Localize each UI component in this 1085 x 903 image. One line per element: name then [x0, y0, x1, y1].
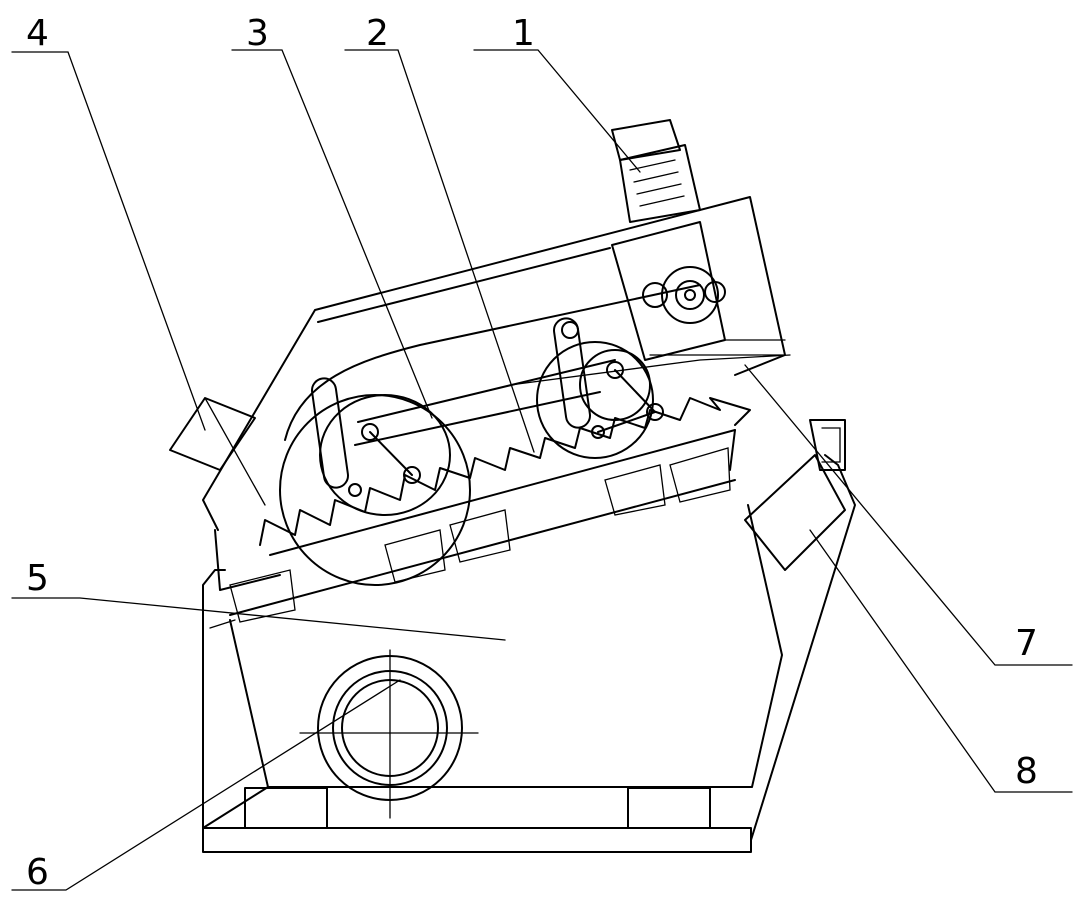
discharge-port	[299, 649, 479, 819]
leader-lines	[11, 49, 1073, 891]
drums	[279, 284, 701, 586]
label-1: 1	[512, 13, 535, 54]
main-housing	[202, 196, 786, 616]
label-7: 7	[1015, 623, 1038, 664]
drive-unit	[611, 119, 786, 361]
label-3: 3	[246, 13, 269, 54]
base-plate	[202, 787, 752, 853]
label-5: 5	[26, 558, 49, 599]
right-support	[750, 454, 856, 841]
label-2: 2	[366, 13, 389, 54]
label-8: 8	[1015, 751, 1038, 792]
labels: 1 2 3 4 5 6 7 8	[26, 13, 1038, 893]
label-4: 4	[26, 13, 49, 54]
lower-tank	[229, 504, 783, 788]
scraper-chain	[259, 354, 791, 546]
outlet-chute	[744, 419, 846, 571]
left-frame	[202, 569, 269, 829]
label-6: 6	[26, 852, 49, 893]
inlet-chute	[169, 397, 266, 506]
brackets	[209, 447, 731, 629]
